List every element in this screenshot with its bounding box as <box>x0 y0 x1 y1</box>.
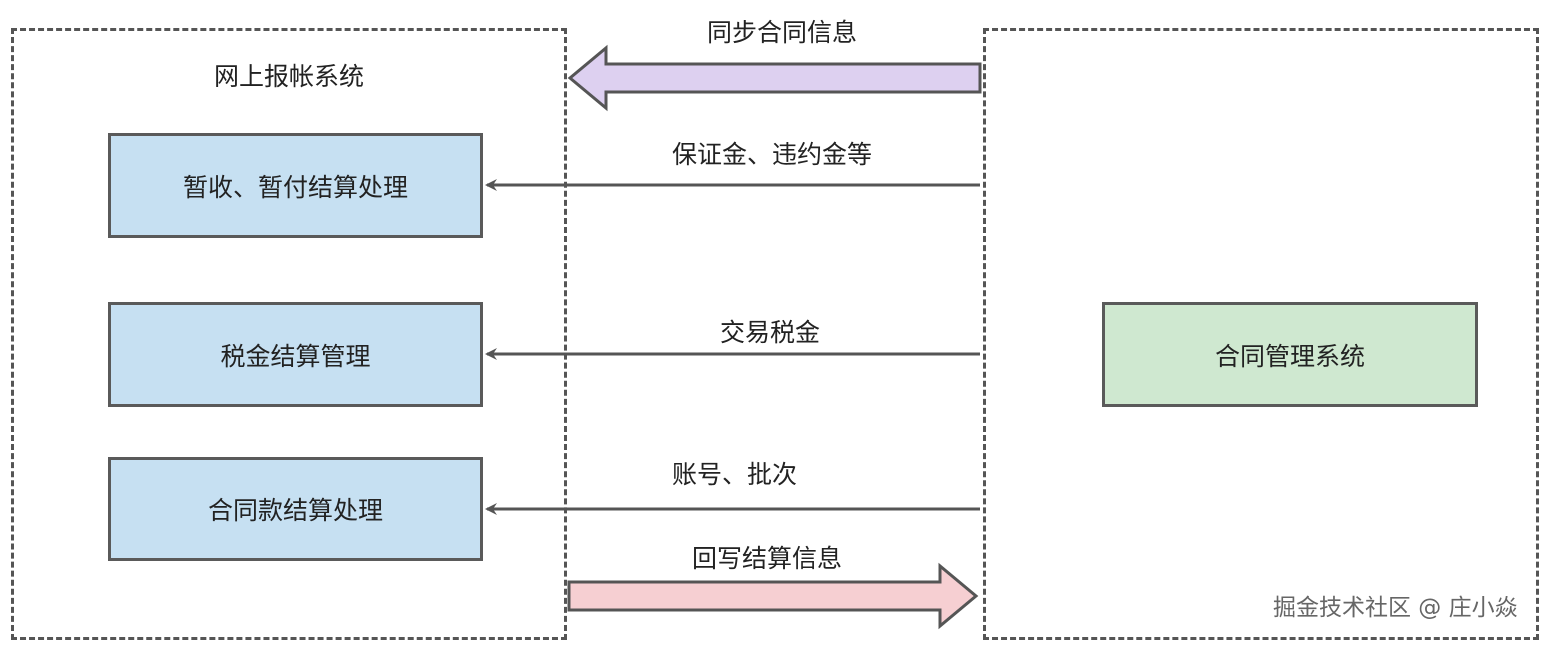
write-back-label: 回写结算信息 <box>692 544 843 573</box>
online-reimbursement-system-container <box>11 28 567 640</box>
online-reimbursement-system-title: 网上报帐系统 <box>214 62 365 91</box>
temporary-receipt-payment-settlement-box: 暂收、暂付结算处理 <box>108 133 483 238</box>
sync-contract-label: 同步合同信息 <box>707 18 858 47</box>
contract-management-system-container <box>983 28 1539 640</box>
write-back-arrow <box>567 562 979 630</box>
contract-management-system-box: 合同管理系统 <box>1102 302 1478 407</box>
contract-payment-settlement-box: 合同款结算处理 <box>108 457 483 561</box>
deposit-penalty-label: 保证金、违约金等 <box>672 140 873 169</box>
account-batch-label: 账号、批次 <box>672 460 798 489</box>
tax-settlement-management-box: 税金结算管理 <box>108 302 483 407</box>
transaction-tax-label: 交易税金 <box>720 318 821 347</box>
watermark-text: 掘金技术社区 @ 庄小焱 <box>1273 595 1518 621</box>
sync-contract-arrow <box>567 44 982 112</box>
